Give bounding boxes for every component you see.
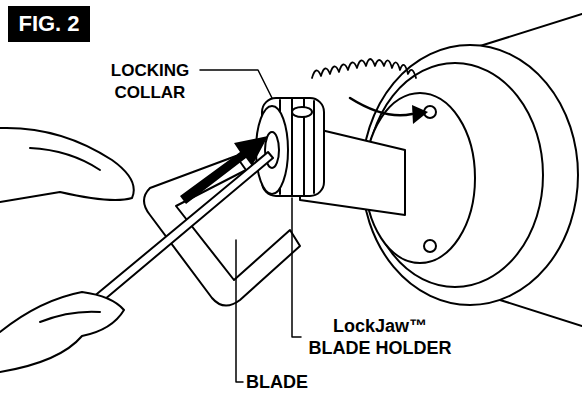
collar-slot — [292, 107, 312, 117]
push-arrow — [180, 136, 268, 204]
hand — [0, 292, 124, 372]
hand — [0, 128, 134, 202]
part-label: LOCKING COLLAR — [98, 60, 202, 104]
screw — [424, 240, 436, 252]
finger-line — [30, 148, 100, 170]
rotation-arrowhead — [412, 105, 428, 124]
rotation-arrow — [350, 98, 412, 115]
leader-line — [236, 240, 243, 382]
part-label: LockJaw™ BLADE HOLDER — [302, 315, 458, 359]
saw-body-line — [480, 14, 582, 46]
part-label: BLADE — [246, 371, 366, 393]
blade-holder — [256, 106, 288, 194]
finger-line — [40, 312, 100, 322]
spring-coil — [312, 59, 416, 78]
saw-body-line — [500, 300, 582, 326]
leader-line — [200, 70, 272, 98]
figure-title: FIG. 2 — [8, 6, 90, 42]
leader-line — [292, 198, 301, 337]
saw-shoe — [144, 156, 300, 306]
